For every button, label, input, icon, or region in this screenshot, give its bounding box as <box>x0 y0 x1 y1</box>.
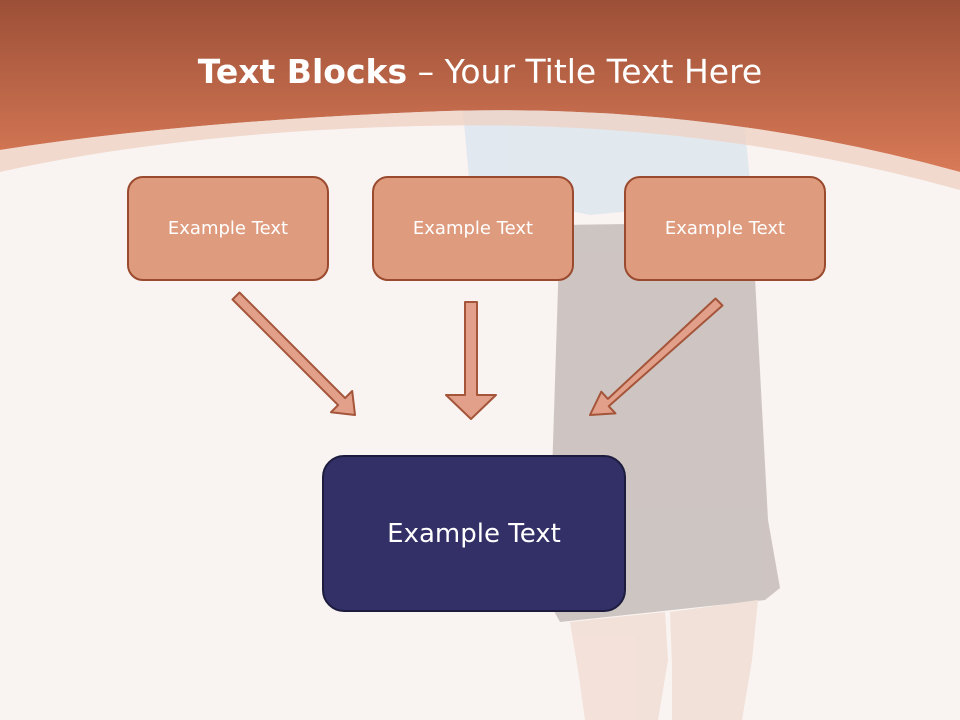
header-swoosh <box>0 110 960 190</box>
text-block-target[interactable]: Example Text <box>322 455 626 612</box>
text-block-left[interactable]: Example Text <box>127 176 329 281</box>
text-block-right-label: Example Text <box>664 218 786 239</box>
arrow-left-diagonal <box>231 291 356 416</box>
text-block-target-label: Example Text <box>387 518 561 549</box>
header-band <box>0 0 960 172</box>
title-rest: Your Title Text Here <box>444 52 763 91</box>
text-block-center-label: Example Text <box>412 218 534 239</box>
title-bold-part: Text Blocks <box>197 52 408 91</box>
arrow-center-down <box>445 301 497 420</box>
text-block-center[interactable]: Example Text <box>372 176 574 281</box>
text-block-right[interactable]: Example Text <box>624 176 826 281</box>
text-block-left-label: Example Text <box>167 218 289 239</box>
slide-title: Text Blocks – Your Title Text Here <box>0 52 960 91</box>
title-dash: – <box>407 52 445 91</box>
arrow-right-diagonal <box>589 297 724 416</box>
